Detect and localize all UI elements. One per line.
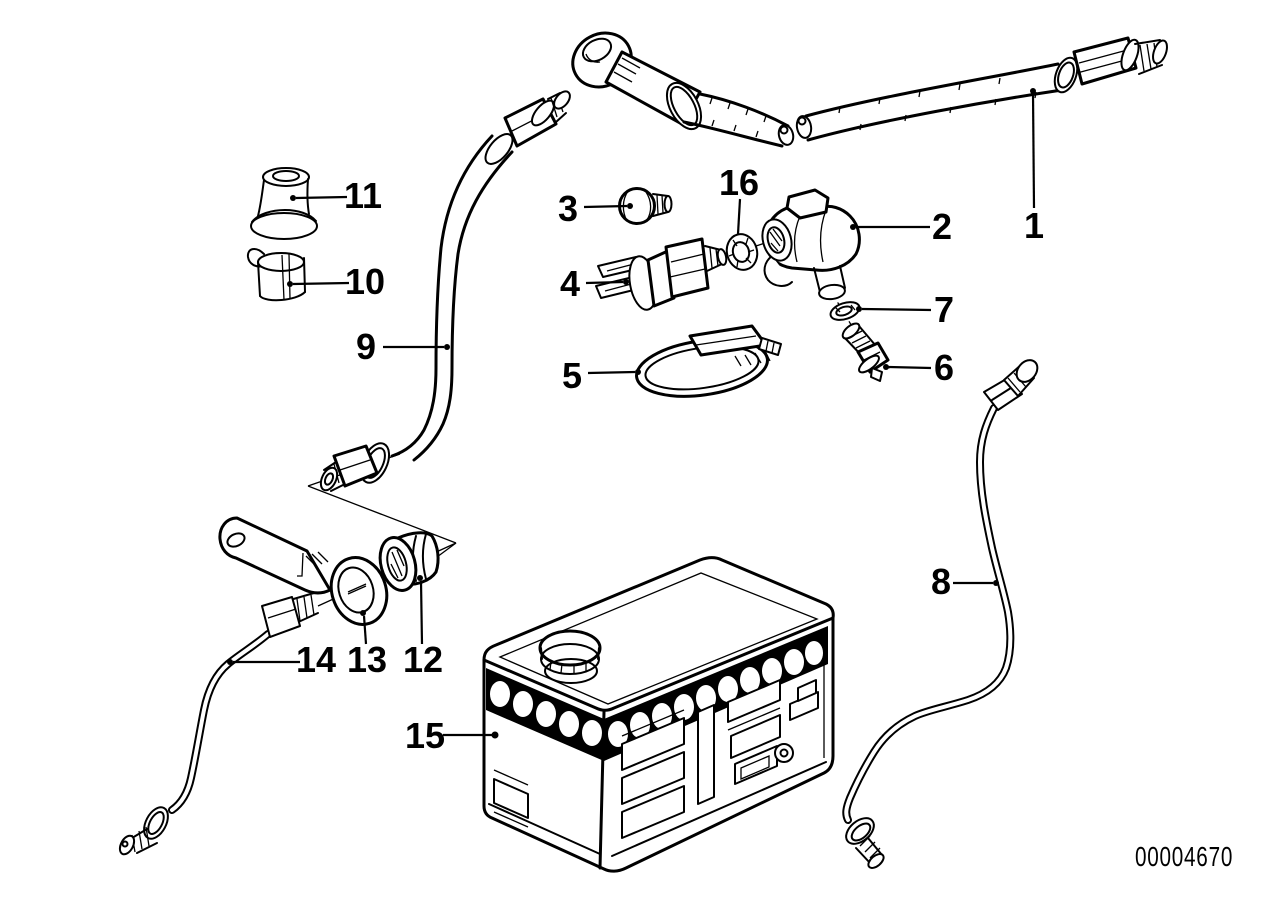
diagram-id-number: 00004670 — [1135, 842, 1233, 873]
callout-6-label[interactable]: 6 — [934, 347, 954, 388]
callout-12-label[interactable]: 12 — [403, 639, 443, 680]
seal-washer-part7 — [829, 301, 861, 321]
callout-14: 14 — [227, 639, 336, 680]
brake-hose-part9 — [319, 90, 571, 492]
hose9-bottom-fitting — [319, 442, 391, 492]
brake-pipe-part8 — [842, 359, 1039, 869]
callout-1-label[interactable]: 1 — [1024, 205, 1044, 246]
callout-9-label[interactable]: 9 — [356, 326, 376, 367]
callout-5: 5 — [562, 355, 641, 396]
callout-4: 4 — [560, 263, 629, 304]
callout-2: 2 — [850, 206, 952, 247]
callout-12: 12 — [403, 575, 443, 680]
callout-10: 10 — [287, 261, 385, 302]
callout-6: 6 — [883, 347, 954, 388]
junction-block-part2 — [761, 188, 861, 301]
bushing-part12 — [378, 531, 440, 592]
callout-5-label[interactable]: 5 — [562, 355, 582, 396]
callout-16-label[interactable]: 16 — [719, 162, 759, 203]
callout-10-label[interactable]: 10 — [345, 261, 385, 302]
callout-15: 15 — [405, 715, 499, 756]
callout-11-label[interactable]: 11 — [344, 175, 382, 216]
hose9-top-fitting — [484, 90, 571, 165]
seal-washer-part16 — [725, 233, 759, 271]
callout-4-label[interactable]: 4 — [560, 263, 580, 304]
callout-13-label[interactable]: 13 — [347, 639, 387, 680]
bleeder-screw-part6 — [841, 322, 890, 382]
hose1-end-fitting — [1053, 36, 1168, 94]
clip-part10 — [246, 248, 306, 302]
hose-clamp-part5 — [635, 324, 782, 398]
callout-8: 8 — [931, 561, 999, 602]
bracket-arm — [218, 516, 332, 595]
axis-segment — [347, 583, 367, 593]
callout-9: 9 — [356, 326, 450, 367]
callout-11: 11 — [290, 175, 382, 216]
callout-7-label[interactable]: 7 — [934, 289, 954, 330]
callout-14-label[interactable]: 14 — [296, 639, 336, 680]
brake-light-switch-part4 — [595, 237, 728, 311]
callout-1: 1 — [1024, 88, 1044, 246]
callout-3: 3 — [558, 188, 633, 229]
grommet-part11 — [250, 167, 318, 240]
callout-16: 16 — [719, 162, 759, 235]
callout-8-label[interactable]: 8 — [931, 561, 951, 602]
pipe14-bottom-fitting — [118, 806, 169, 856]
pipe8-bottom-fitting — [845, 817, 885, 869]
callout-15-label[interactable]: 15 — [405, 715, 445, 756]
callouts: 1 2 3 4 5 6 7 8 — [227, 88, 1044, 756]
callout-13: 13 — [347, 610, 387, 680]
brake-hose-part1 — [571, 31, 1168, 148]
pipe8-top-fitting — [983, 359, 1039, 411]
callout-2-label[interactable]: 2 — [932, 206, 952, 247]
brake-pipe-part14 — [118, 592, 319, 856]
callout-7: 7 — [856, 289, 954, 330]
pipe14-top-fitting — [261, 592, 319, 638]
callout-3-label[interactable]: 3 — [558, 188, 578, 229]
eye-ring-part13 — [329, 556, 389, 626]
can-label-details — [621, 679, 819, 839]
fluid-can-part15 — [482, 556, 835, 873]
can-cap — [538, 629, 602, 684]
